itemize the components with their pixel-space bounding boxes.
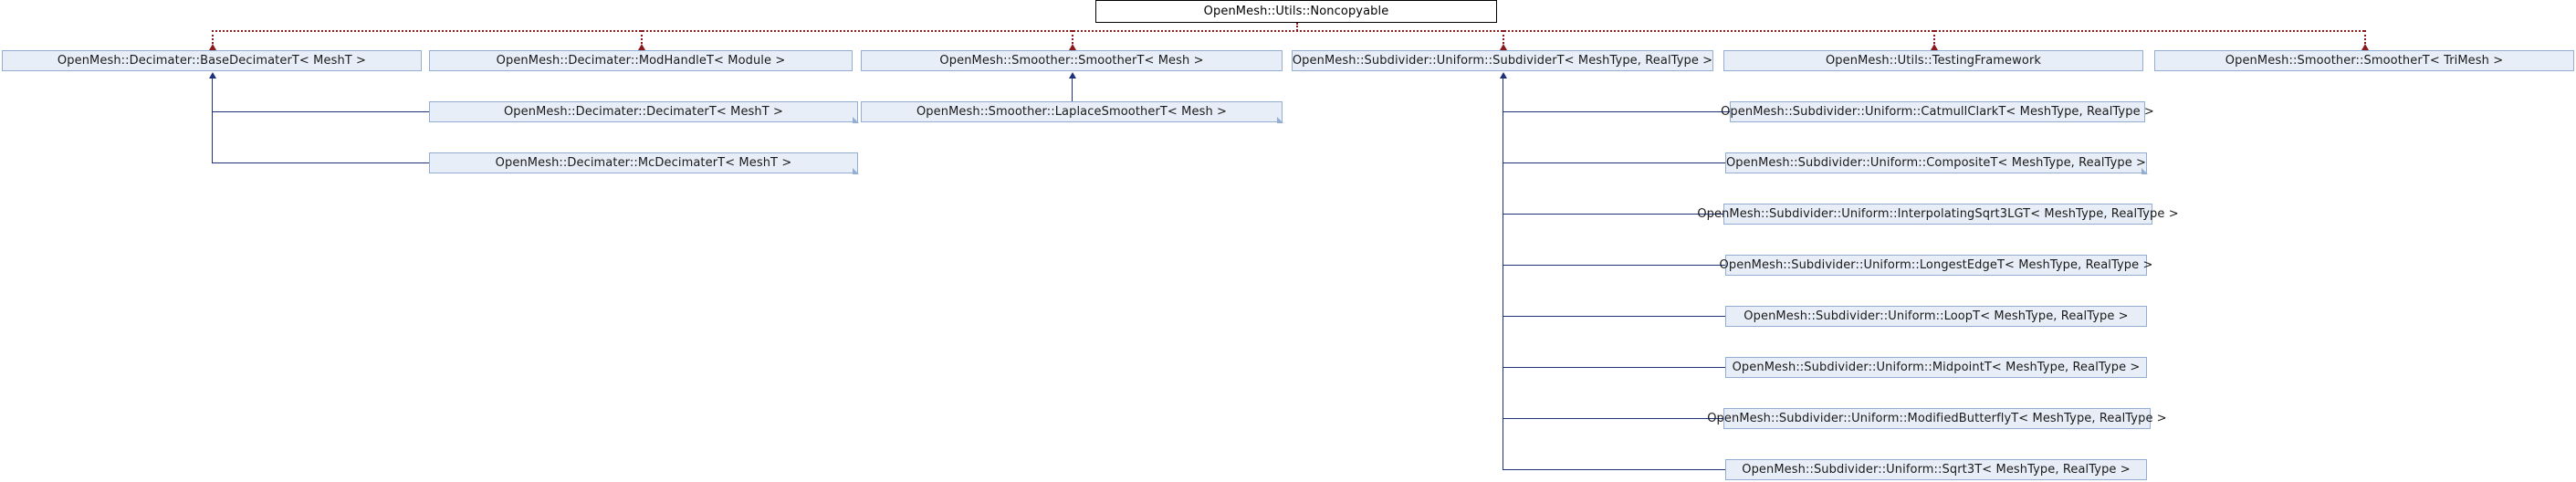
usage-arrowhead-smoother-trimesh [2361,44,2369,50]
inheritance-branch-mc-decimater [212,162,430,163]
usage-edge-to-smoother-trimesh [2364,30,2366,44]
usage-arrowhead-testing [1931,44,1938,50]
class-node-base-decimater[interactable]: OpenMesh::Decimater::BaseDecimaterT< Mes… [2,50,422,71]
usage-arrowhead-smoother-mesh [1069,44,1076,50]
inheritance-branch-midpoint [1503,367,1726,368]
inheritance-branch-sqrt3 [1503,469,1726,470]
class-node-composite[interactable]: OpenMesh::Subdivider::Uniform::Composite… [1725,152,2148,174]
inheritance-arrowhead-subdivider [1500,72,1507,79]
usage-edge-to-testing [1933,30,1935,44]
usage-arrowhead-mod-handle [638,44,645,50]
usage-edge-to-base-decimater [212,30,214,44]
class-node-midpoint[interactable]: OpenMesh::Subdivider::Uniform::MidpointT… [1725,357,2147,378]
inheritance-trunk-smoother-mesh [1072,79,1073,102]
class-node-testing-framework[interactable]: OpenMesh::Utils::TestingFramework [1723,50,2143,71]
inheritance-branch-catmull-clark [1503,111,1731,112]
usage-edge-to-smoother-mesh [1072,30,1073,44]
class-node-loop[interactable]: OpenMesh::Subdivider::Uniform::LoopT< Me… [1725,306,2147,327]
usage-arrowhead-subdivider [1500,44,1507,50]
class-node-mc-decimater[interactable]: OpenMesh::Decimater::McDecimaterT< MeshT… [429,152,859,174]
class-node-noncopyable[interactable]: OpenMesh::Utils::Noncopyable [1095,0,1497,23]
inheritance-branch-longest-edge [1503,265,1726,266]
class-node-smoother-trimesh[interactable]: OpenMesh::Smoother::SmootherT< TriMesh > [2154,50,2574,71]
inheritance-arrowhead-base-decimater [209,72,216,79]
class-node-modified-butterfly[interactable]: OpenMesh::Subdivider::Uniform::ModifiedB… [1707,408,2167,429]
class-node-sqrt3[interactable]: OpenMesh::Subdivider::Uniform::Sqrt3T< M… [1725,459,2147,480]
usage-edge-to-subdivider [1503,30,1504,44]
class-node-catmull-clark[interactable]: OpenMesh::Subdivider::Uniform::CatmullCl… [1721,101,2154,122]
inheritance-branch-modified-butterfly [1503,418,1724,419]
class-node-decimater[interactable]: OpenMesh::Decimater::DecimaterT< MeshT > [429,101,859,123]
usage-arrowhead-base-decimater [209,44,216,50]
class-node-interpolating-sqrt3lg[interactable]: OpenMesh::Subdivider::Uniform::Interpola… [1697,204,2179,225]
inheritance-branch-composite [1503,162,1726,163]
usage-edge-to-mod-handle [641,30,643,44]
inheritance-branch-loop [1503,316,1726,317]
inheritance-branch-decimater [212,111,430,112]
class-node-smoother-mesh[interactable]: OpenMesh::Smoother::SmootherT< Mesh > [861,50,1283,71]
inheritance-branch-interp-sqrt3lg [1503,214,1724,215]
class-node-mod-handle[interactable]: OpenMesh::Decimater::ModHandleT< Module … [429,50,853,71]
class-node-laplace-smoother[interactable]: OpenMesh::Smoother::LaplaceSmootherT< Me… [861,101,1283,123]
class-node-subdivider[interactable]: OpenMesh::Subdivider::Uniform::Subdivide… [1292,50,1713,71]
inheritance-arrowhead-smoother-mesh [1069,72,1076,79]
usage-edge-bus [212,30,2364,32]
usage-edge-root-drop [1296,23,1298,31]
class-node-longest-edge[interactable]: OpenMesh::Subdivider::Uniform::LongestEd… [1720,255,2152,276]
inheritance-trunk-base-decimater [212,79,213,163]
